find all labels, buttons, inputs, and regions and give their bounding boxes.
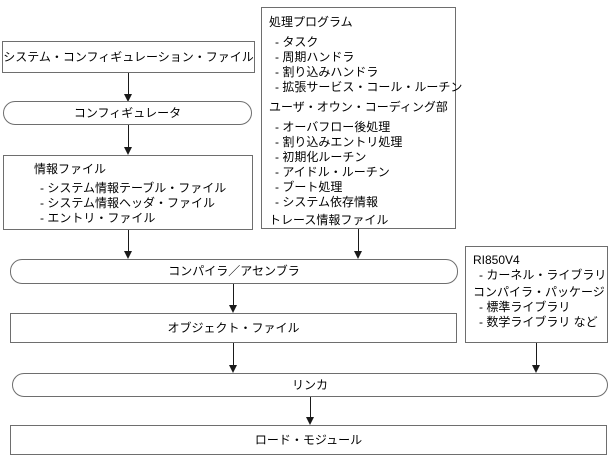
processing-program-item: - 割り込みハンドラ xyxy=(275,65,379,79)
ri850v4-library-box: RI850V4 - カーネル・ライブラリ コンパイラ・パッケージ - 標準ライブ… xyxy=(465,246,608,343)
load-module-label: ロード・モジュール xyxy=(254,432,363,447)
ri850v4-item: - カーネル・ライブラリ xyxy=(479,268,607,282)
information-file-title: 情報ファイル xyxy=(34,162,107,176)
arrow-configurator-to-info xyxy=(124,125,133,155)
arrow-process-to-compiler xyxy=(354,229,363,259)
object-file-box: オブジェクト・ファイル xyxy=(10,313,457,343)
processing-program-box: 処理プログラム - タスク - 周期ハンドラ - 割り込みハンドラ - 拡張サー… xyxy=(261,7,463,229)
arrow-line xyxy=(358,229,359,254)
linker-label: リンカ xyxy=(291,377,328,392)
user-own-coding-title: ユーザ・オウン・コーディング部 xyxy=(269,100,448,114)
arrow-line xyxy=(233,343,234,368)
ri850v4-title: RI850V4 xyxy=(473,253,520,267)
arrow-object-to-linker xyxy=(229,343,238,373)
object-file-label: オブジェクト・ファイル xyxy=(167,320,300,335)
arrow-line xyxy=(310,397,311,420)
arrow-line xyxy=(128,230,129,254)
processing-program-item: - 周期ハンドラ xyxy=(275,50,355,64)
arrow-linker-to-load-module xyxy=(306,397,315,425)
user-own-coding-item: - アイドル・ルーチン xyxy=(275,165,390,179)
compiler-package-item: - 数学ライブラリ など xyxy=(479,315,598,329)
arrow-sysconf-to-configurator xyxy=(124,73,133,102)
arrow-line xyxy=(233,284,234,308)
arrow-head xyxy=(532,365,540,373)
arrow-head xyxy=(124,147,132,155)
linker-node: リンカ xyxy=(12,373,608,397)
compiler-assembler-label: コンパイラ／アセンブラ xyxy=(168,264,300,278)
arrow-info-to-compiler xyxy=(124,230,133,259)
compiler-assembler-node: コンパイラ／アセンブラ xyxy=(10,259,458,284)
processing-program-title: 処理プログラム xyxy=(269,15,353,29)
information-file-item: - システム情報ヘッダ・ファイル xyxy=(40,196,215,210)
arrow-head xyxy=(306,417,314,425)
trace-information-file-label: トレース情報ファイル xyxy=(269,213,389,227)
arrow-line xyxy=(128,73,129,97)
arrow-head xyxy=(124,94,132,102)
information-file-box: 情報ファイル - システム情報テーブル・ファイル - システム情報ヘッダ・ファイ… xyxy=(3,155,253,230)
arrow-library-to-linker xyxy=(532,343,541,373)
user-own-coding-item: - 割り込みエントリ処理 xyxy=(275,135,403,149)
processing-program-item: - タスク xyxy=(275,35,319,49)
arrow-head xyxy=(354,251,362,259)
configurator-label: コンフィギュレータ xyxy=(73,105,182,120)
arrow-line xyxy=(128,125,129,150)
compiler-package-title: コンパイラ・パッケージ xyxy=(473,285,605,299)
arrow-head xyxy=(124,251,132,259)
load-module-box: ロード・モジュール xyxy=(10,425,607,455)
system-configuration-file-box: システム・コンフィギュレーション・ファイル xyxy=(2,41,255,73)
arrow-compiler-to-object xyxy=(229,284,238,313)
user-own-coding-item: - オーバフロー後処理 xyxy=(275,120,391,134)
system-configuration-file-label: システム・コンフィギュレーション・ファイル xyxy=(3,49,254,64)
arrow-head xyxy=(229,365,237,373)
arrow-head xyxy=(229,305,237,313)
information-file-item: - システム情報テーブル・ファイル xyxy=(40,181,227,195)
user-own-coding-item: - ブート処理 xyxy=(275,180,343,194)
compiler-package-item: - 標準ライブラリ xyxy=(479,300,571,314)
processing-program-item: - 拡張サービス・コール・ルーチン xyxy=(275,80,463,94)
user-own-coding-item: - システム依存情報 xyxy=(275,195,378,209)
configurator-node: コンフィギュレータ xyxy=(3,101,252,125)
information-file-item: - エントリ・ファイル xyxy=(40,211,156,225)
arrow-line xyxy=(536,343,537,368)
user-own-coding-item: - 初期化ルーチン xyxy=(275,150,367,164)
